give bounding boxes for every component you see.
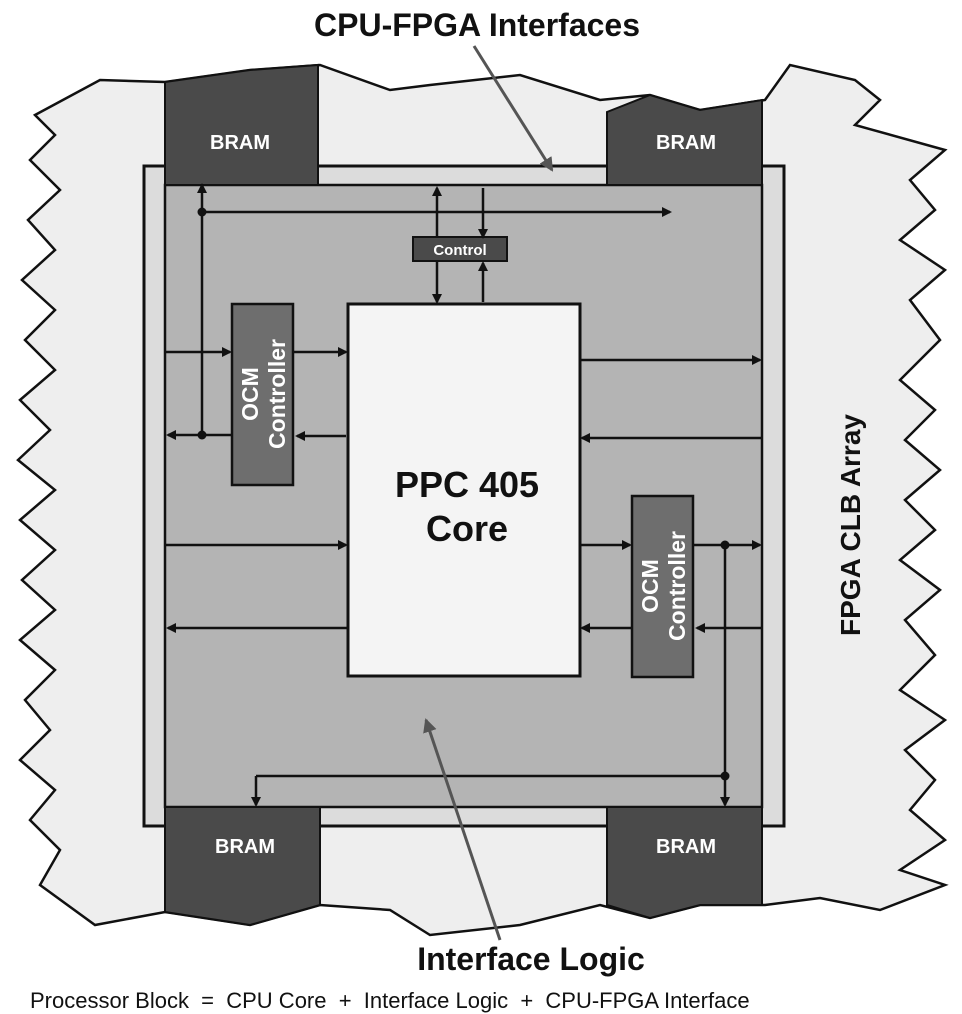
ocm-left-line1: OCM [237, 367, 263, 421]
bram-label: BRAM [656, 836, 716, 858]
ocm-left-line2: Controller [264, 339, 290, 449]
bram-label: BRAM [210, 132, 270, 154]
signal-lines [165, 183, 762, 807]
junction-dots [197, 207, 730, 781]
top-title: CPU-FPGA Interfaces [314, 7, 640, 43]
bram-bottom-right: BRAM [606, 806, 763, 920]
core-label-line2: Core [426, 508, 508, 549]
control-label: Control [433, 242, 486, 259]
interface-callout-arrow [472, 45, 554, 172]
ocm-controller-left [230, 302, 295, 487]
ocm-right-line1: OCM [637, 559, 663, 613]
bram-label: BRAM [215, 836, 275, 858]
core-label-line1: PPC 405 [395, 464, 539, 505]
equation: Processor Block = CPU Core + Interface L… [30, 988, 750, 1013]
bram-top-right: BRAM [606, 93, 763, 186]
side-label: FPGA CLB Array [835, 414, 866, 636]
logic-callout-arrow [423, 718, 502, 941]
bram-bottom-left: BRAM [164, 806, 321, 927]
control-block [412, 236, 508, 262]
ocm-right-line2: Controller [664, 531, 690, 641]
ppc405-core [346, 302, 582, 678]
bram-top-left: BRAM [164, 63, 319, 186]
ocm-controller-right [630, 494, 695, 679]
bottom-title: Interface Logic [417, 941, 645, 977]
bram-label: BRAM [656, 132, 716, 154]
